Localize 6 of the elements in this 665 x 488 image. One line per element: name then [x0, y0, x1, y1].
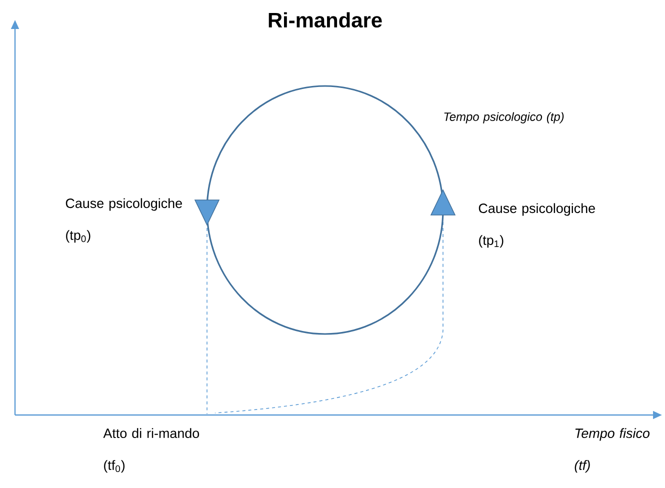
axis-label: Tempo fisico (tf): [574, 428, 650, 473]
event-label: Atto di ri-mando (tf$_{0}$): [103, 428, 200, 473]
cause-label: Cause psicologiche (tp$_{0}$): [66, 198, 182, 243]
title: Ri-mandare: [268, 12, 382, 28]
axis-label: Tempo psicologico (tp): [444, 112, 564, 124]
cause-label: Cause psicologiche (tp$_{1}$): [478, 203, 595, 248]
